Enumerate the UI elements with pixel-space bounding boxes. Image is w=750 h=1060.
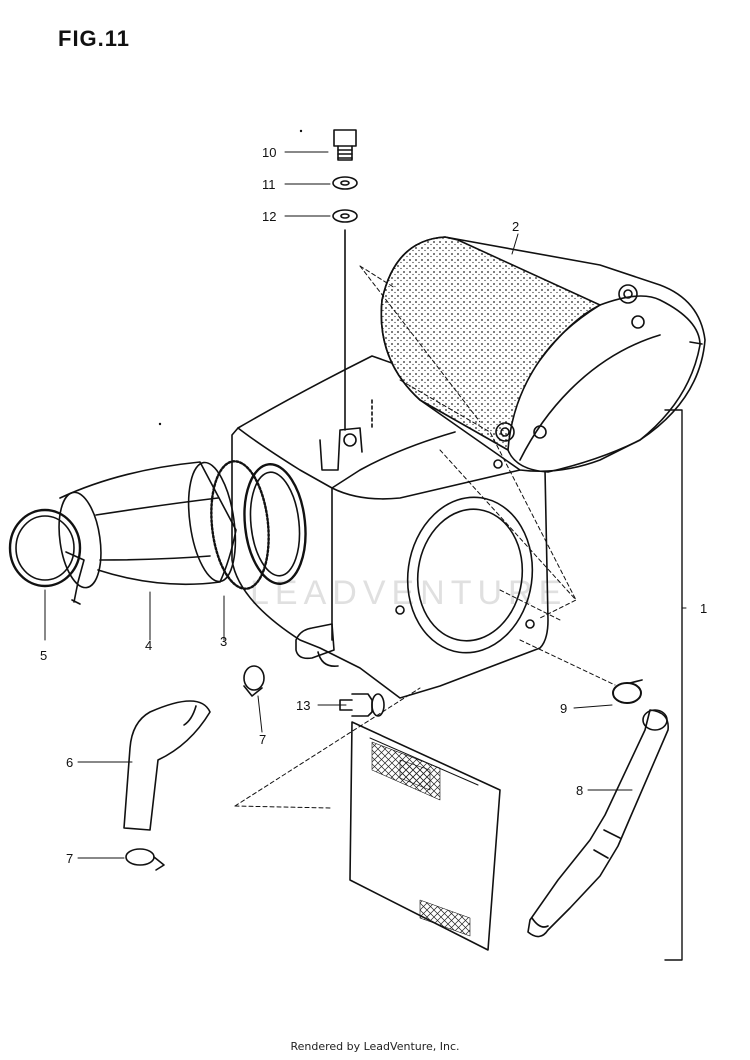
- hose-clamp-band: [8, 508, 85, 605]
- callout-part-10: 10: [262, 145, 276, 160]
- air-cleaner-case: [231, 355, 549, 699]
- plain-washer: [332, 209, 358, 223]
- gasket-ring-solid: [243, 463, 307, 585]
- callout-part-7-upper: 7: [259, 732, 266, 747]
- air-filter-element: [380, 236, 706, 473]
- gasket-ring-dashed: [210, 460, 270, 590]
- callout-part-11: 11: [262, 177, 276, 192]
- outlet-tube: [58, 461, 237, 589]
- bolt: [333, 129, 357, 161]
- spring-washer: [332, 176, 358, 190]
- filter-screen: [349, 721, 501, 951]
- drain-hose: [123, 700, 211, 831]
- callout-part-9: 9: [560, 701, 567, 716]
- footer-credit: Rendered by LeadVenture, Inc.: [290, 1040, 460, 1053]
- speck-dot: [299, 129, 303, 133]
- callout-part-13: 13: [296, 698, 310, 713]
- speck-dot: [158, 422, 162, 426]
- callout-part-7-lower: 7: [66, 851, 73, 866]
- hose-clip-lower: [125, 848, 165, 871]
- screw: [339, 693, 385, 717]
- callout-part-12: 12: [262, 209, 276, 224]
- leader-lines: [234, 265, 616, 809]
- assembly-bracket-line: [664, 409, 683, 961]
- callout-part-8: 8: [576, 783, 583, 798]
- figure-title: FIG.11: [58, 26, 131, 51]
- callout-leaders: [44, 151, 687, 859]
- breather-hose: [527, 709, 669, 938]
- hose-clip-upper: [243, 665, 265, 697]
- breather-hose-clamp: [612, 679, 643, 704]
- callout-part-3: 3: [220, 634, 227, 649]
- callout-part-5: 5: [40, 648, 47, 663]
- callout-part-1: 1: [700, 601, 707, 616]
- callout-part-4: 4: [145, 638, 152, 653]
- watermark-text: LEADVENTURE: [250, 574, 567, 612]
- callout-part-6: 6: [66, 755, 73, 770]
- callout-part-2: 2: [512, 219, 519, 234]
